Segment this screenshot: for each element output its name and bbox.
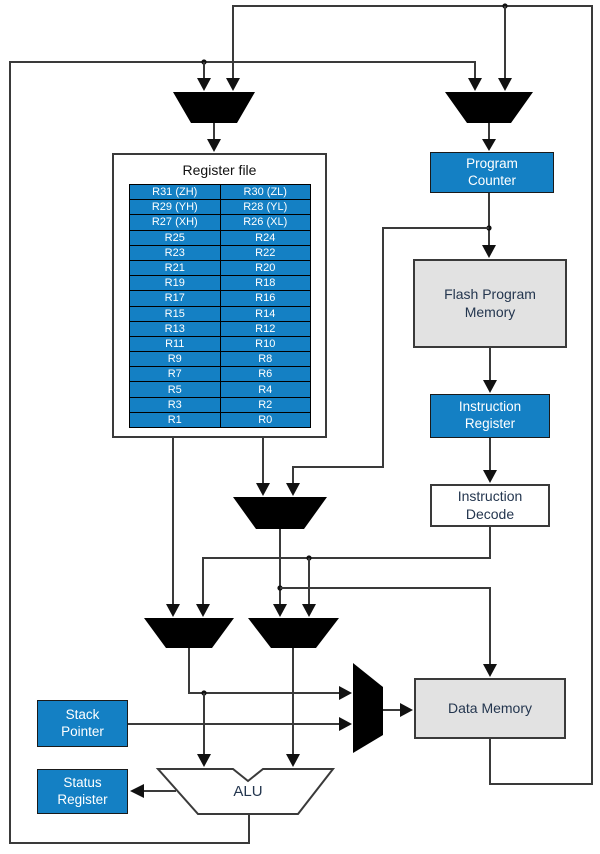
- arrowhead-down-icon: [196, 604, 210, 617]
- register-cell: R25: [130, 230, 220, 245]
- register-cell: R6: [220, 367, 310, 382]
- register-cell: R2: [220, 397, 310, 412]
- register-cell: R26 (XL): [220, 215, 310, 230]
- arrowhead-down-icon: [166, 604, 180, 617]
- wire-stackpointer-output: [128, 717, 352, 731]
- register-cell: R13: [130, 321, 220, 336]
- register-cell: R10: [220, 336, 310, 352]
- data-memory-box: Data Memory: [414, 678, 566, 739]
- register-cell: R5: [130, 382, 220, 397]
- register-cell: R1: [130, 412, 220, 427]
- wire-datamux-to-datamemory: [383, 703, 413, 717]
- program-counter-box: Program Counter: [430, 152, 554, 193]
- register-cell: R21: [130, 260, 220, 276]
- register-cell: R7: [130, 367, 220, 382]
- arrowhead-down-icon: [483, 380, 497, 393]
- arrowhead-down-icon: [483, 664, 497, 677]
- mux-data-address: [353, 663, 383, 753]
- register-cell: R11: [130, 336, 220, 352]
- register-cell: R0: [220, 412, 310, 427]
- mux-alu-right-input: [248, 618, 339, 648]
- register-file-title: Register file: [182, 162, 257, 178]
- alu-shape: [155, 768, 336, 815]
- wire-flash-to-ir: [483, 348, 497, 393]
- arrowhead-right-icon: [400, 703, 413, 717]
- register-cell: R19: [130, 276, 220, 291]
- arrowhead-down-icon: [483, 470, 497, 483]
- arrowhead-down-icon: [302, 604, 316, 617]
- arrowhead-down-icon: [482, 245, 496, 258]
- register-cell: R3: [130, 397, 220, 412]
- register-cell: R27 (XH): [130, 215, 220, 230]
- flash-program-memory-box: Flash Program Memory: [413, 259, 567, 348]
- arrowhead-down-icon: [207, 139, 221, 152]
- register-cell: R30 (ZL): [220, 185, 310, 200]
- register-cell: R17: [130, 291, 220, 306]
- register-cell: R20: [220, 260, 310, 276]
- register-cell: R12: [220, 321, 310, 336]
- register-file-box: Register file R31 (ZH)R30 (ZL)R29 (YH)R2…: [112, 153, 327, 438]
- instruction-decode-box: Instruction Decode: [430, 484, 550, 527]
- mux-register-input: [173, 92, 255, 123]
- register-cell: R16: [220, 291, 310, 306]
- arrowhead-down-icon: [498, 78, 512, 91]
- wire-alu-to-status: [130, 784, 176, 798]
- wire-registerfile-outputs: [166, 438, 270, 617]
- wire-ir-to-id: [483, 438, 497, 483]
- arrowhead-right-icon: [339, 686, 352, 700]
- register-cell: R8: [220, 352, 310, 367]
- arrowhead-down-icon: [273, 604, 287, 617]
- wire-data-memory-feedback: [226, 3, 593, 785]
- wire-id-to-muxes: [196, 527, 491, 617]
- wire-operandmux-output: [273, 529, 497, 677]
- arrowhead-down-icon: [197, 78, 211, 91]
- arrowhead-down-icon: [286, 754, 300, 767]
- instruction-register-box: Instruction Register: [430, 394, 550, 438]
- mux-operand-select: [233, 497, 327, 529]
- register-table: R31 (ZH)R30 (ZL)R29 (YH)R28 (YL)R27 (XH)…: [129, 184, 311, 428]
- register-cell: R18: [220, 276, 310, 291]
- mux-alu-left-input: [144, 618, 234, 648]
- wire-pc-to-flash: [286, 193, 496, 496]
- arrowhead-down-icon: [482, 139, 496, 151]
- wire-regmux-to-registerfile: [207, 123, 221, 152]
- wire-alumuxright-output: [286, 648, 300, 767]
- register-cell: R28 (YL): [220, 200, 310, 215]
- stack-pointer-box: Stack Pointer: [37, 700, 128, 747]
- register-cell: R4: [220, 382, 310, 397]
- arrowhead-left-icon: [130, 784, 144, 798]
- alu-label: ALU: [233, 783, 263, 800]
- arrowhead-down-icon: [468, 78, 482, 91]
- register-cell: R22: [220, 245, 310, 260]
- register-cell: R15: [130, 306, 220, 321]
- register-cell: R14: [220, 306, 310, 321]
- register-cell: R23: [130, 245, 220, 260]
- arrowhead-down-icon: [197, 754, 211, 767]
- register-cell: R31 (ZH): [130, 185, 220, 200]
- register-cell: R24: [220, 230, 310, 245]
- wire-alu-feedback: [9, 59, 482, 844]
- arrowhead-down-icon: [286, 483, 300, 496]
- arrowhead-right-icon: [339, 717, 352, 731]
- wire-pcmux-to-pc: [482, 123, 496, 151]
- mux-program-counter-input: [445, 92, 533, 123]
- register-cell: R29 (YH): [130, 200, 220, 215]
- status-register-box: Status Register: [37, 769, 128, 814]
- arrowhead-down-icon: [256, 483, 270, 496]
- register-cell: R9: [130, 352, 220, 367]
- wire-alumuxleft-output: [188, 648, 352, 767]
- arrowhead-down-icon: [226, 78, 240, 91]
